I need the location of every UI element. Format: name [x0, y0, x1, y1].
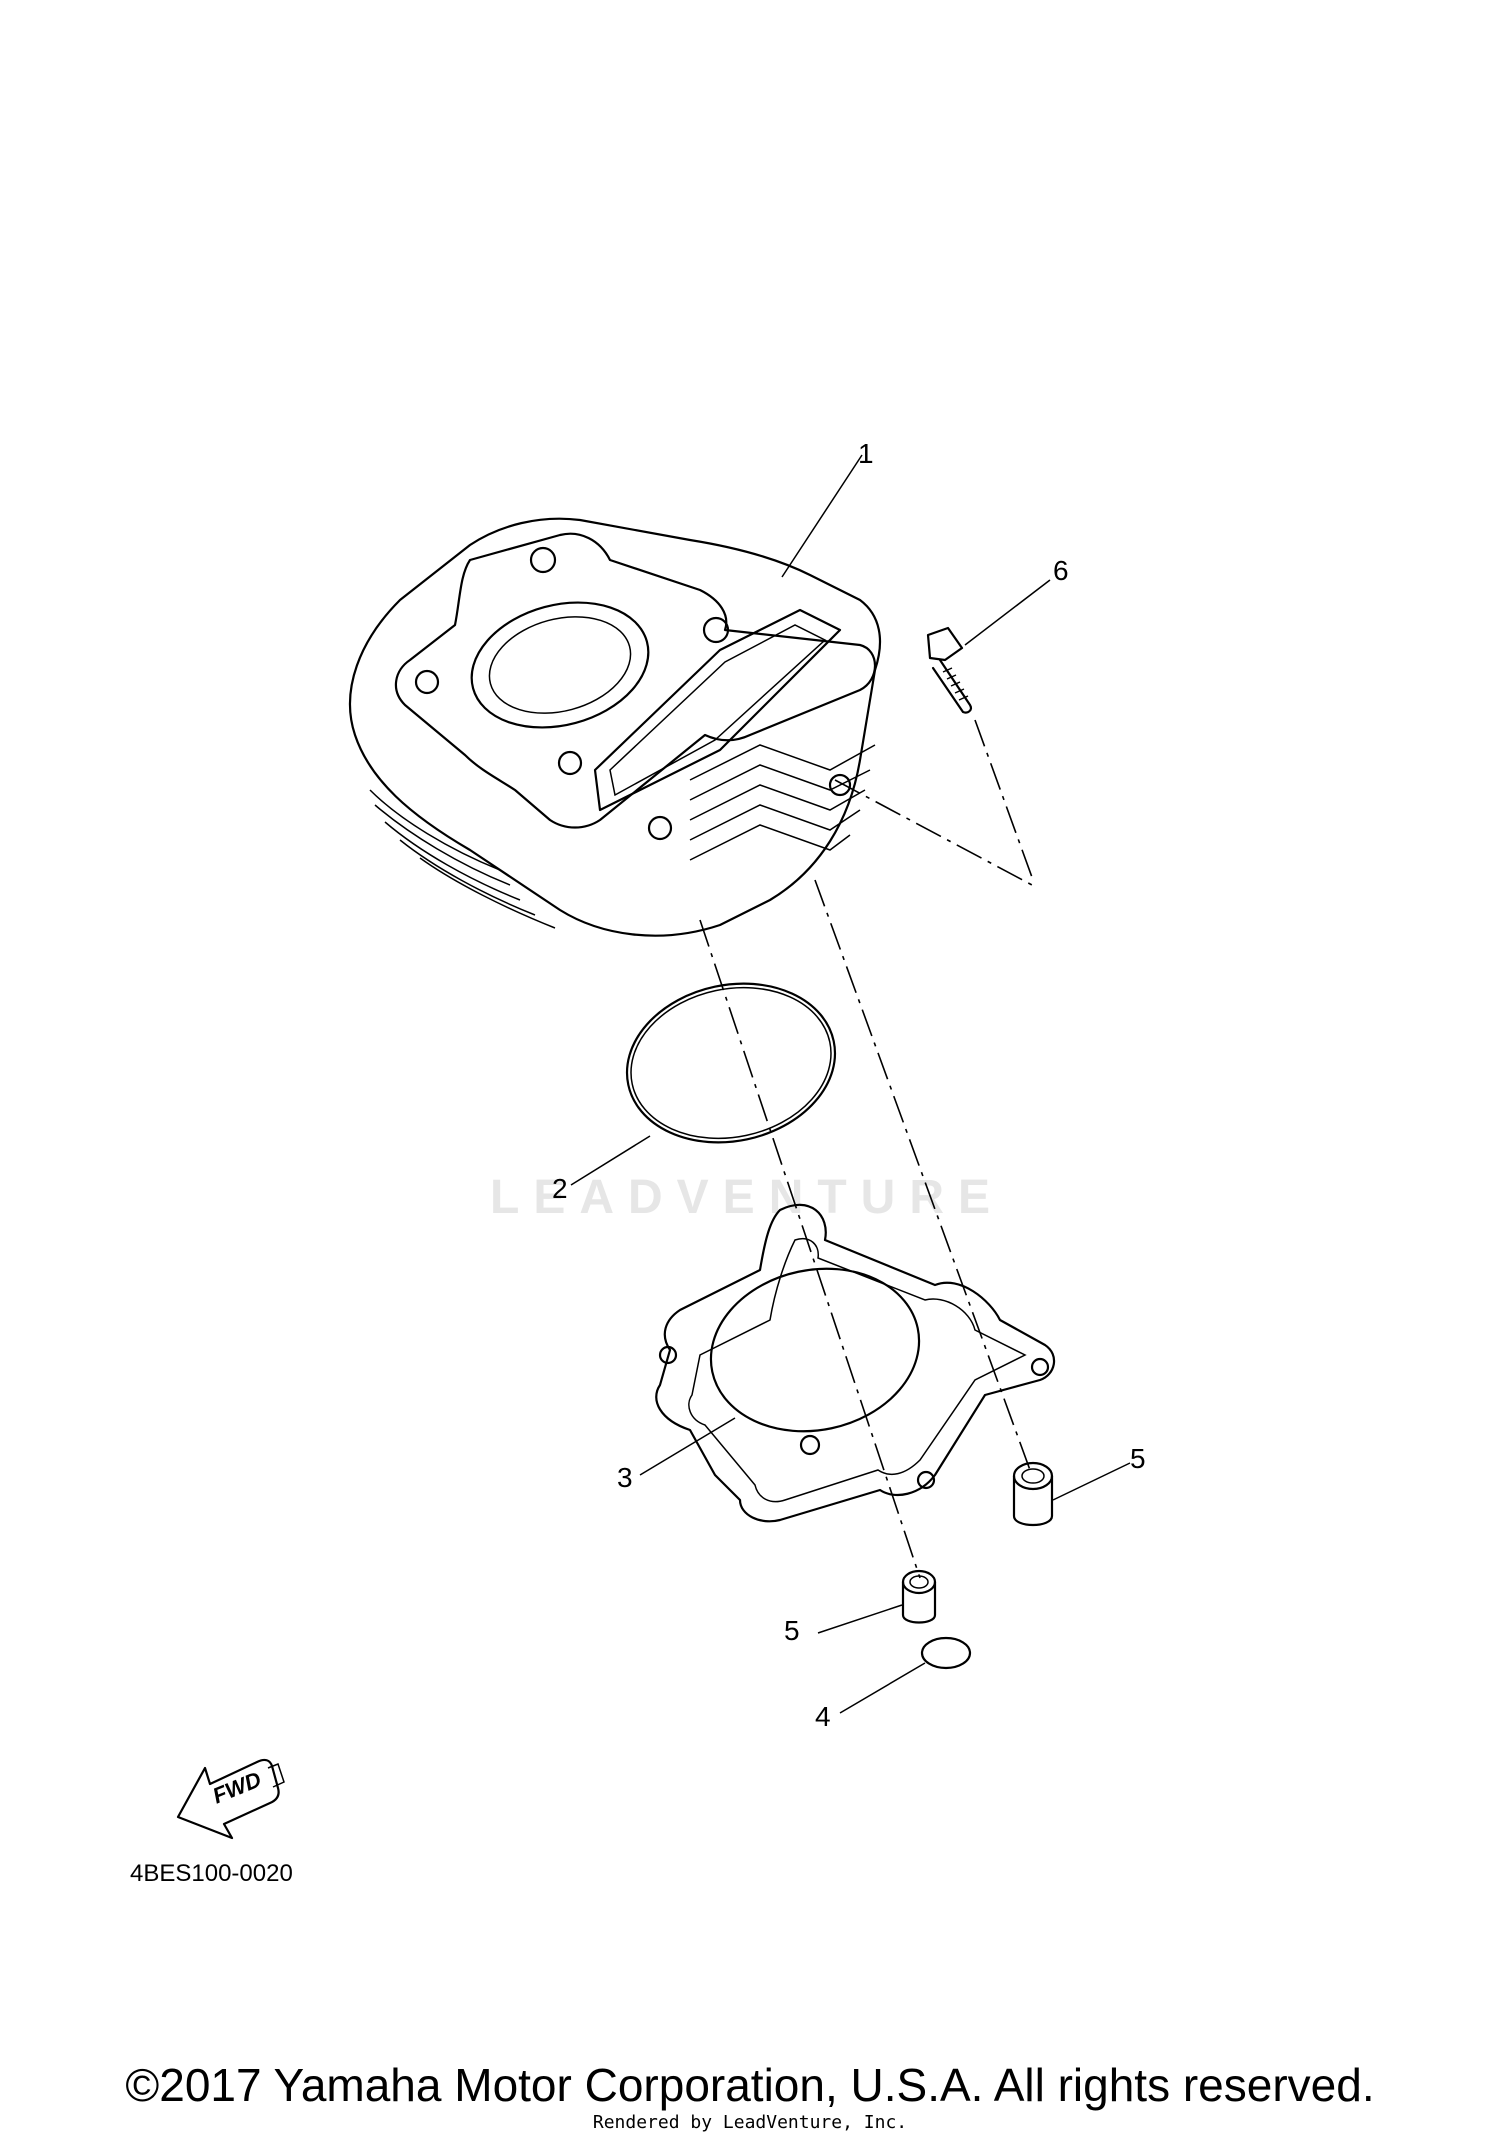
bolt-icon[interactable]: [926, 626, 972, 714]
assembly-lines: [699, 719, 1034, 1579]
callout-2: 2: [552, 1173, 568, 1204]
diagram-code: 4BES100-0020: [130, 1860, 293, 1887]
callout-1: 1: [858, 438, 874, 469]
rendered-by-notice: Rendered by LeadVenture, Inc.: [592, 2112, 908, 2133]
callout-4: 4: [815, 1701, 831, 1732]
dowel-pin-icon[interactable]: [1012, 1461, 1054, 1527]
copyright-notice: ©2017 Yamaha Motor Corporation, U.S.A. A…: [125, 2059, 1375, 2111]
o-ring-icon[interactable]: [612, 965, 850, 1161]
watermark-text: LEADVENTURE: [490, 1171, 1005, 1224]
cylinder-gasket-icon[interactable]: [655, 1203, 1056, 1523]
callout-3: 3: [617, 1462, 633, 1493]
fwd-arrow-icon: [176, 1758, 285, 1840]
small-o-ring-icon[interactable]: [920, 1636, 972, 1670]
leader-lines: [570, 454, 1131, 1714]
callout-5-right: 5: [1130, 1443, 1146, 1474]
callout-5-left: 5: [784, 1615, 800, 1646]
callout-6: 6: [1053, 555, 1069, 586]
cylinder-icon[interactable]: [348, 517, 882, 937]
dowel-pin-icon[interactable]: [901, 1569, 937, 1624]
